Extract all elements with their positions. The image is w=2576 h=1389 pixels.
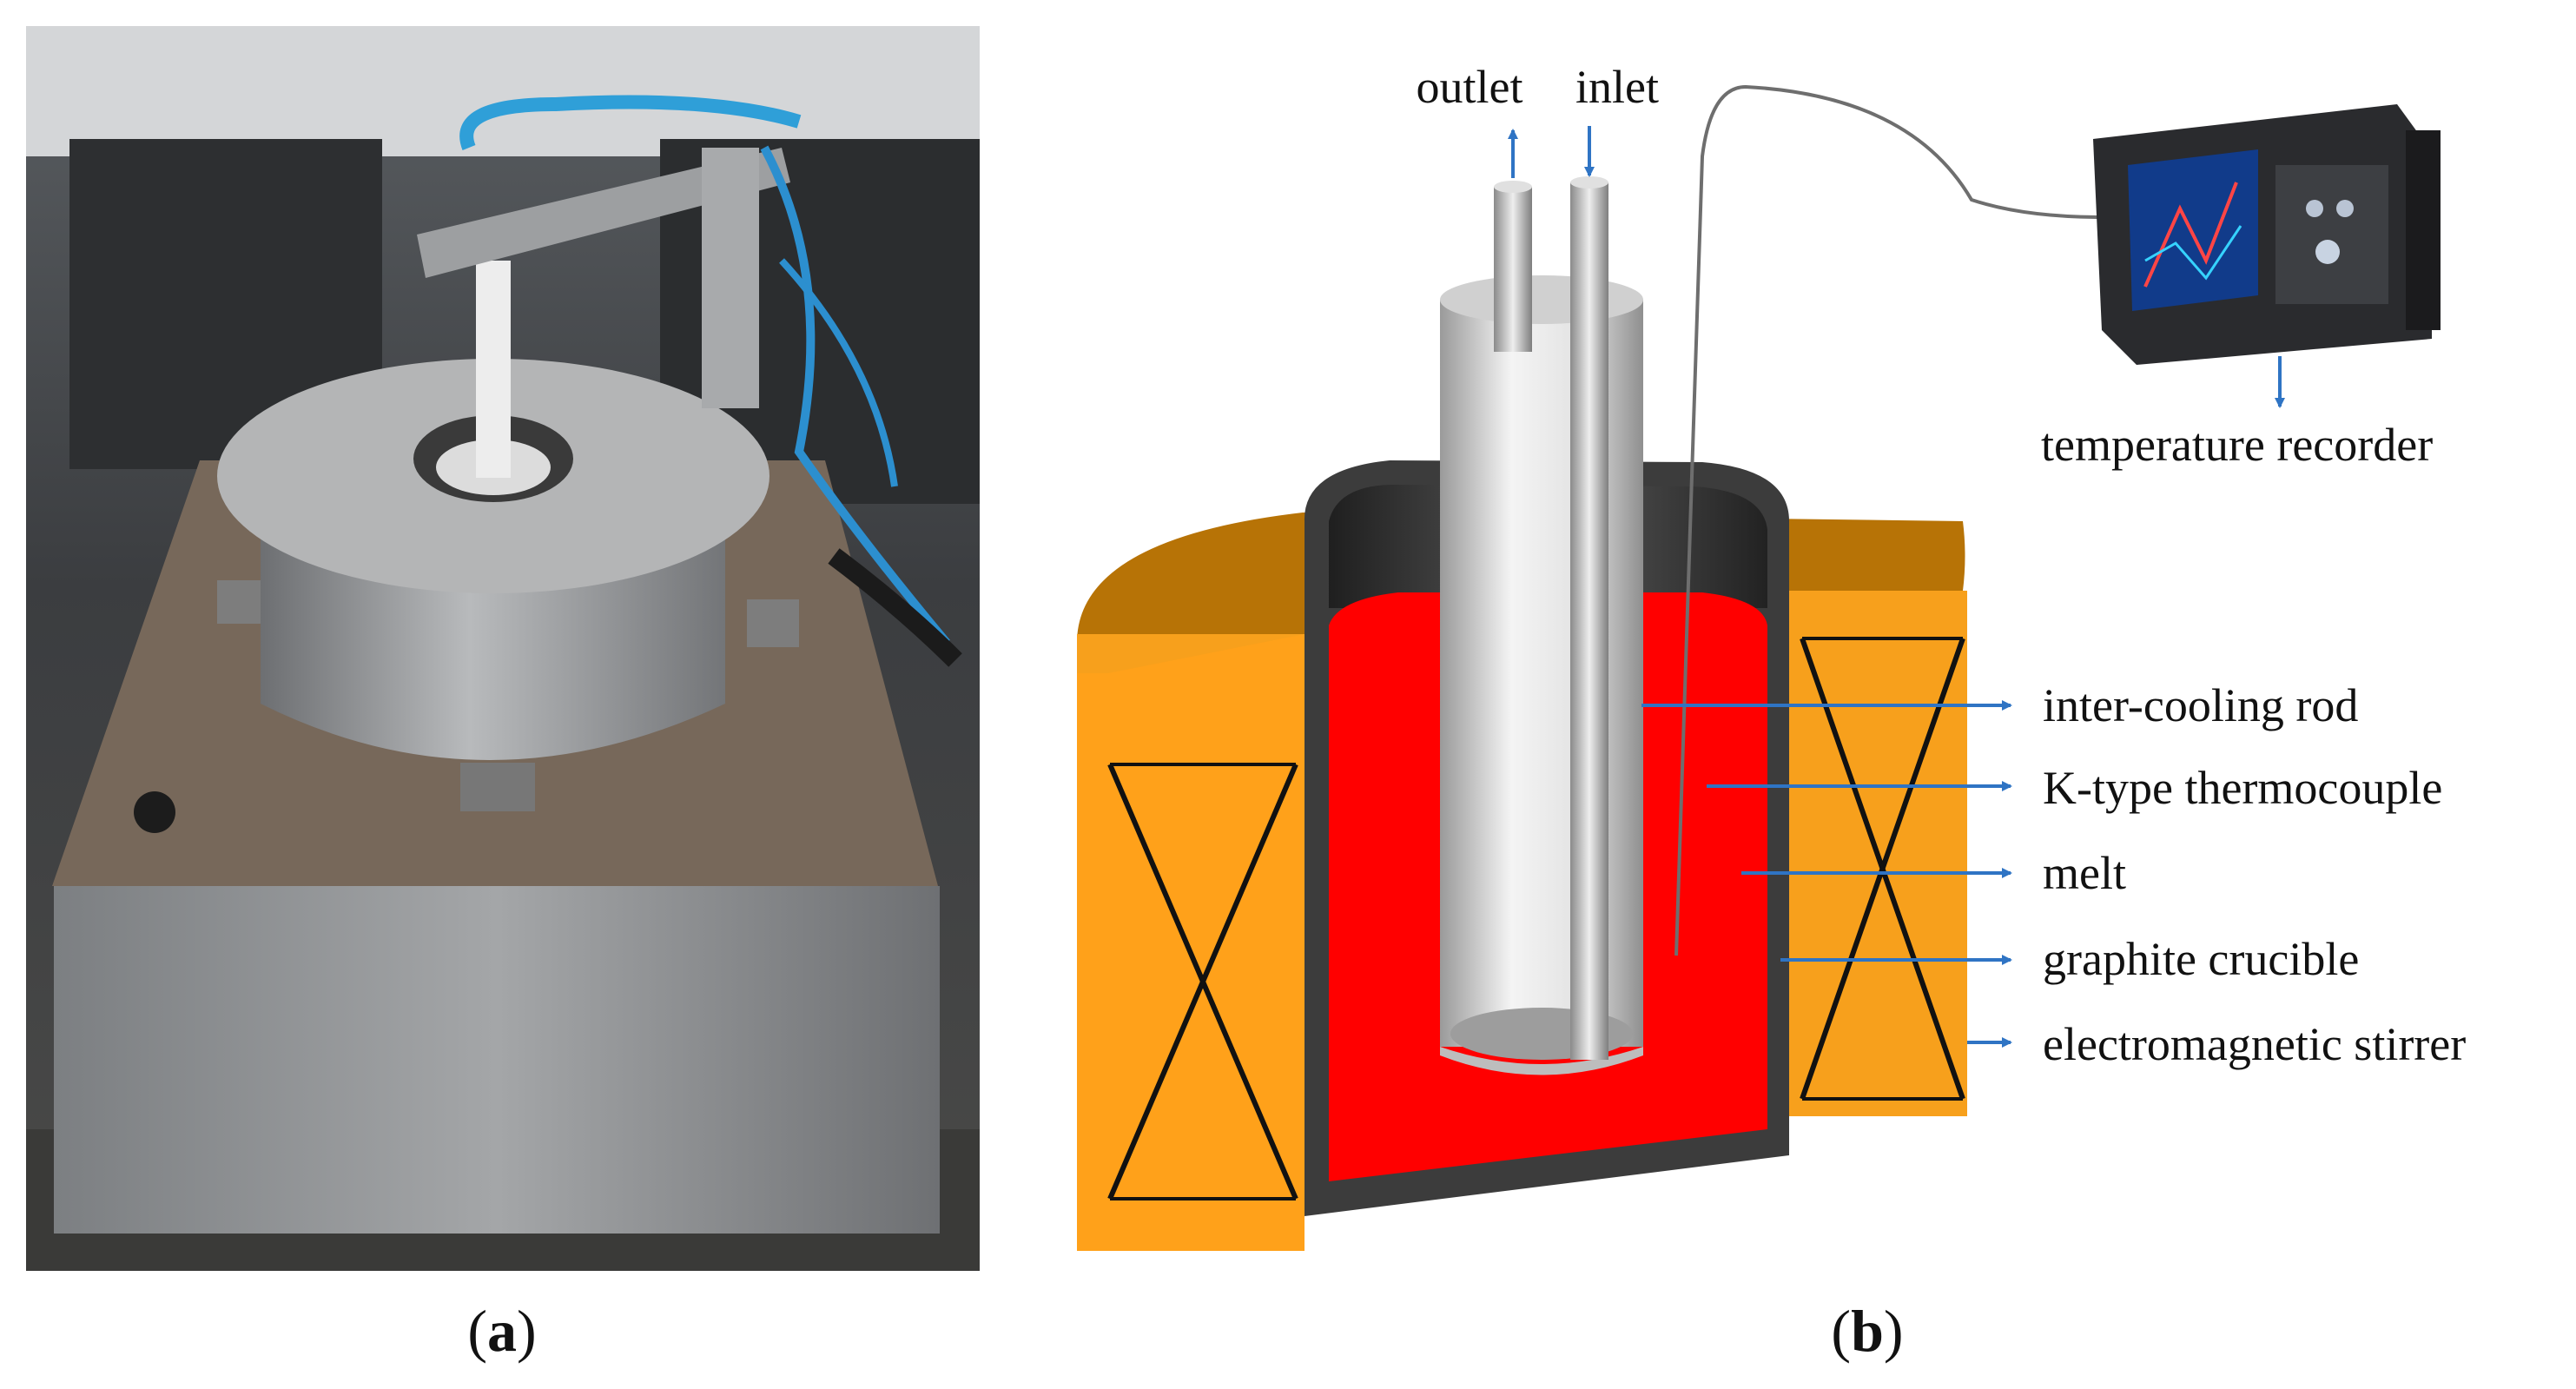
outlet-tube-top: [1494, 181, 1532, 193]
panel-a-caption: (a): [467, 1298, 536, 1364]
panel-a-photo: [26, 26, 980, 1271]
panel-b-schematic: outlet inlet temperature recorder inter-…: [1077, 61, 2466, 1251]
inlet-tube: [1570, 182, 1608, 1060]
photo-hose: [760, 145, 950, 646]
thermocouple-wire: [1674, 84, 2103, 956]
label-inlet: inlet: [1575, 61, 1659, 113]
label-k-type-thermocouple: K-type thermocouple: [2043, 762, 2442, 814]
label-temperature-recorder: temperature recorder: [2041, 419, 2433, 471]
label-inter-cooling-rod: inter-cooling rod: [2043, 679, 2358, 731]
clamp: [217, 580, 261, 624]
photo-hose: [779, 258, 898, 487]
label-graphite-crucible: graphite crucible: [2043, 933, 2359, 985]
label-electromagnetic-stirrer: electromagnetic stirrer: [2043, 1018, 2466, 1070]
inlet-tube-top: [1570, 176, 1608, 189]
stirrer-right-cross: [1800, 638, 1965, 1100]
outlet-tube: [1494, 187, 1532, 352]
photo-cooling-rod: [476, 261, 511, 478]
photo-wall: [26, 26, 980, 156]
panel-b-caption: (b): [1831, 1298, 1903, 1364]
stirrer-box-front: [54, 886, 940, 1234]
cooling-rod-body: [1440, 300, 1643, 1047]
photo-cylinder: [702, 148, 759, 408]
cooling-rod-bottom: [1440, 1047, 1643, 1075]
cooling-rod-top: [1440, 275, 1643, 324]
label-outlet: outlet: [1417, 61, 1523, 113]
photo-hose: [459, 95, 802, 150]
temperature-recorder-device: [2093, 104, 2441, 365]
photo-cable: [828, 548, 962, 667]
photo-arm: [417, 148, 790, 278]
box-hole: [134, 791, 175, 833]
stirrer-left-front: [1077, 634, 1305, 1251]
clamp: [747, 599, 799, 647]
stirrer-left-cross: [1107, 763, 1298, 1200]
label-melt: melt: [2043, 847, 2126, 899]
clamp: [460, 763, 535, 811]
